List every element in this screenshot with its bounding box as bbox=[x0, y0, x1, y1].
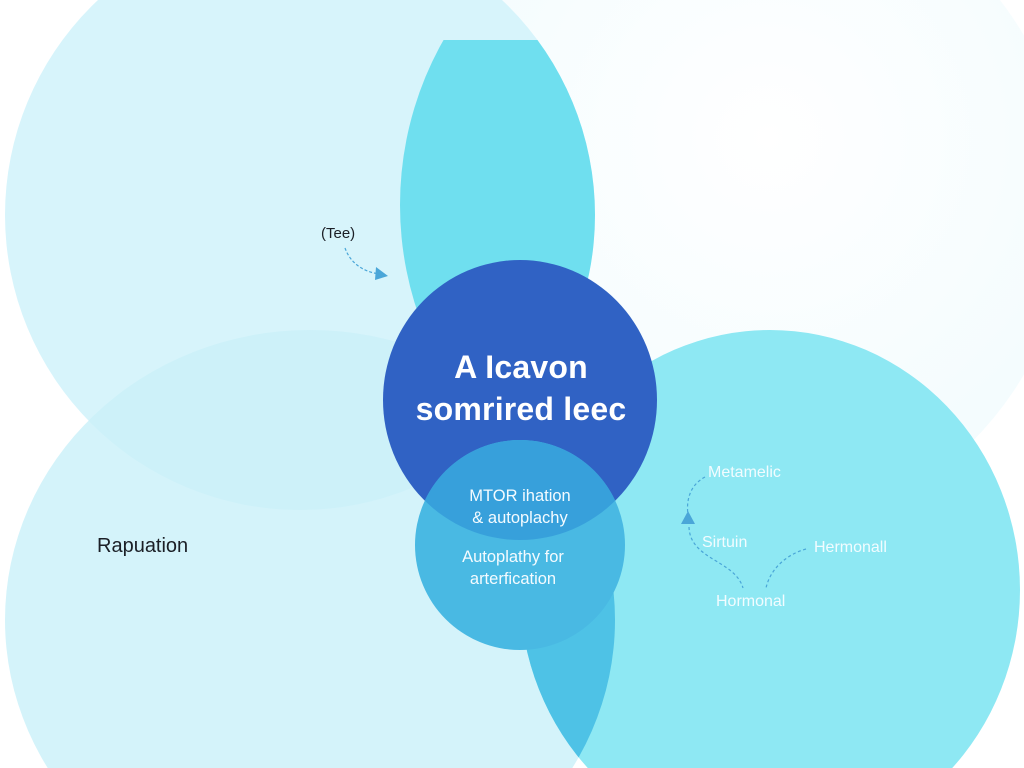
inner-text-bottom: Autoplathy for arterfication bbox=[403, 546, 623, 590]
inner-line4: arterfication bbox=[469, 570, 557, 588]
hermonall-label: Hermonall bbox=[814, 539, 887, 556]
tee-label: (Tee) bbox=[321, 225, 356, 242]
inner-line2: & autoplachy bbox=[472, 509, 568, 527]
metamelic-label: Metamelic bbox=[708, 464, 781, 481]
rapuation-label: Rapuation bbox=[97, 535, 189, 557]
inner-text-top: MTOR ihation & autoplachy bbox=[410, 485, 630, 529]
hormonal-label: Hormonal bbox=[716, 593, 786, 610]
center-title-line2: somrired leec bbox=[415, 391, 627, 427]
inner-line3: Autoplathy for bbox=[462, 548, 564, 566]
inner-line1: MTOR ihation bbox=[469, 487, 571, 505]
sirtuin-label: Sirtuin bbox=[702, 534, 748, 551]
metamelic-arrow-icon bbox=[681, 476, 706, 524]
center-title-line1: A Icavon bbox=[454, 349, 588, 385]
center-title: A Icavon somrired leec bbox=[380, 346, 662, 430]
tee-arrow-icon bbox=[344, 247, 388, 280]
